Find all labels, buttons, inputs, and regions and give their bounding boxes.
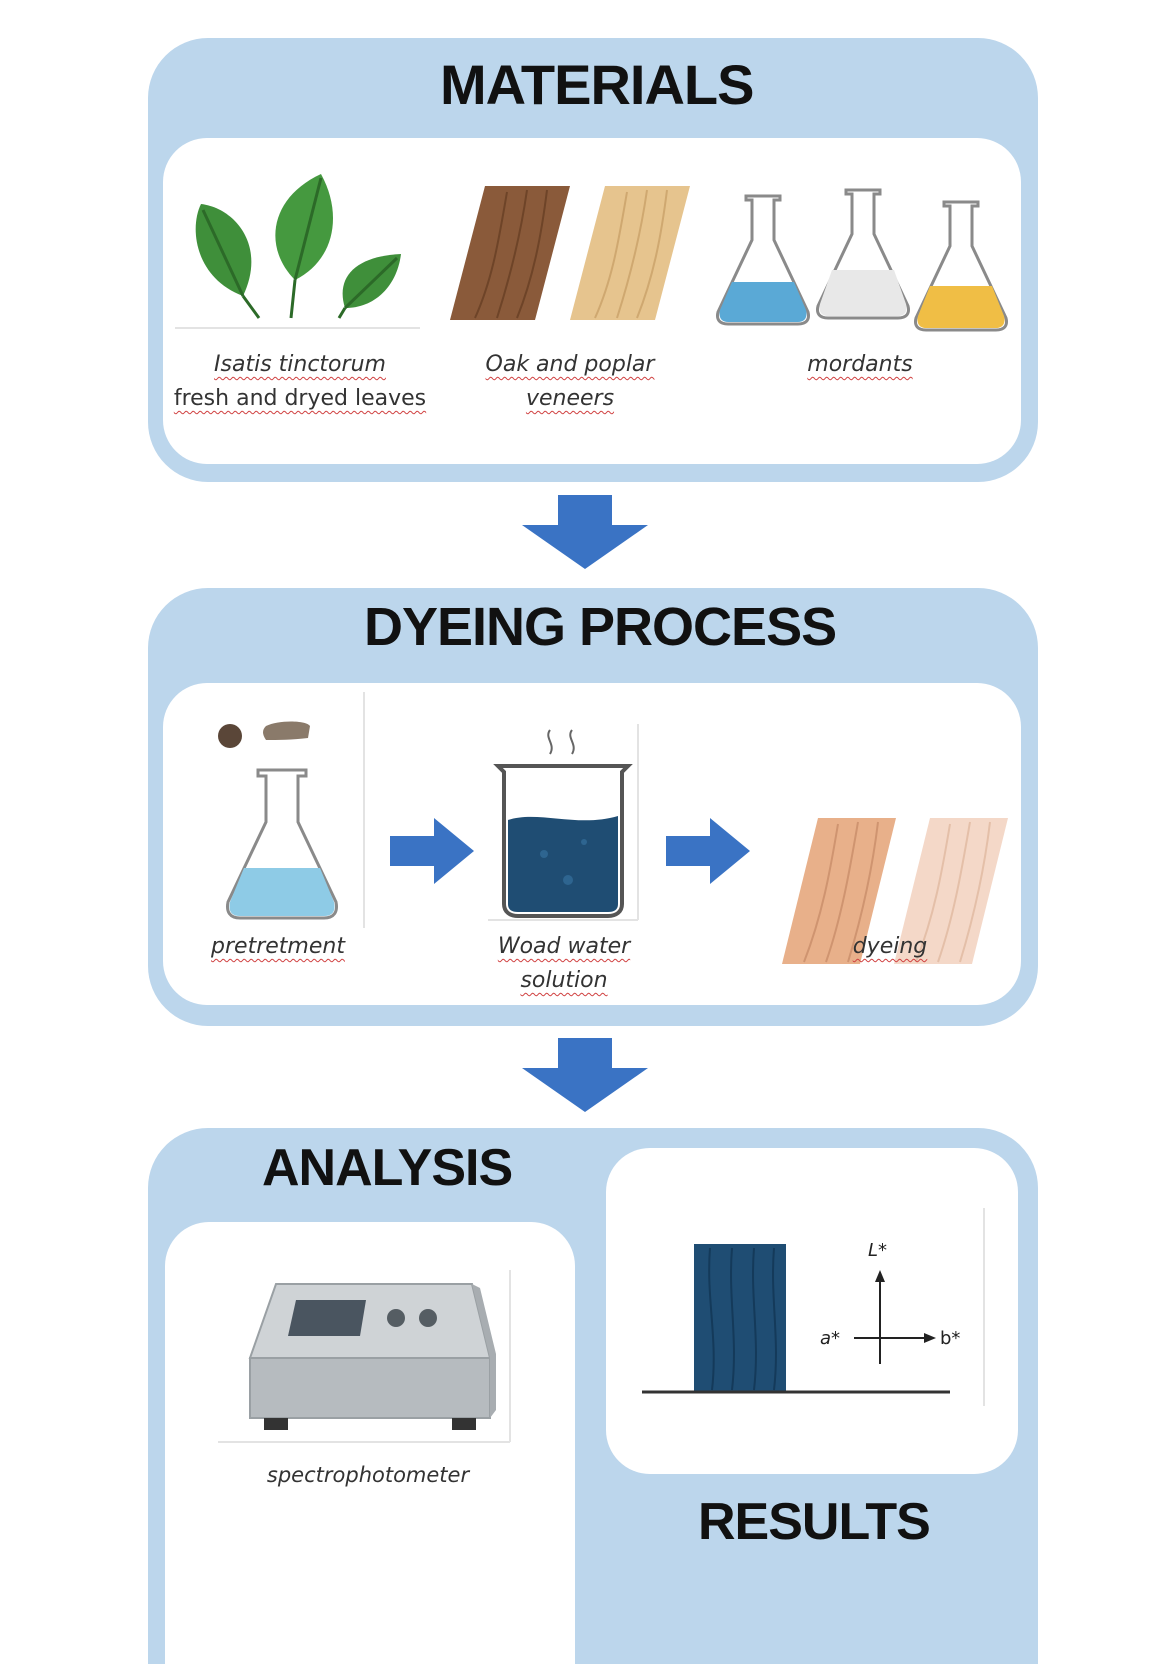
down-arrow-icon	[522, 1038, 648, 1112]
materials-title: MATERIALS	[440, 53, 754, 116]
woad-caption: Woad water solution	[464, 930, 664, 998]
flask-icon	[218, 692, 365, 928]
leaves-caption: Isatis tinctorum fresh and dryed leaves	[165, 348, 435, 416]
pretreatment-caption-line1: pretretment	[211, 934, 345, 959]
dyed-sample-icon	[694, 1244, 786, 1392]
dyeing-title: DYEING PROCESS	[364, 597, 837, 657]
dyeing-caption-line1: dyeing	[852, 934, 928, 959]
woad-caption-line1: Woad water	[497, 934, 631, 959]
leaves-icon	[175, 174, 420, 329]
flasks-icon	[716, 188, 1008, 332]
results-content	[606, 1148, 1018, 1474]
dyed-veneers-icon	[782, 818, 1008, 964]
colorimetry-icon	[642, 1208, 985, 1406]
chip-icon	[263, 721, 310, 740]
pellet-icon	[218, 724, 242, 748]
analysis-title: ANALYSIS	[262, 1139, 513, 1197]
right-arrow-icon	[666, 818, 750, 884]
veneers-caption: Oak and poplar veneers	[440, 348, 700, 416]
wood-veneers-icon	[450, 186, 690, 320]
veneers-caption-line1: Oak and poplar	[485, 352, 655, 377]
mordants-caption-line1: mordants	[807, 352, 913, 377]
leaves-caption-line2: fresh and dryed leaves	[173, 386, 427, 411]
steam-icon	[547, 729, 575, 755]
spectrophotometer-icon	[218, 1270, 511, 1443]
woad-caption-line2: solution	[520, 968, 608, 993]
l-axis-label: L*	[868, 1240, 888, 1261]
results-title: RESULTS	[698, 1493, 931, 1551]
mordants-caption: mordants	[760, 348, 960, 382]
pretreatment-caption: pretretment	[178, 930, 378, 964]
right-arrow-icon	[390, 818, 474, 884]
down-arrow-icon	[522, 495, 648, 569]
leaves-caption-line1: Isatis tinctorum	[214, 352, 386, 377]
dyeing-caption: dyeing	[800, 930, 980, 964]
veneers-caption-line2: veneers	[525, 386, 615, 411]
beaker-icon	[488, 724, 639, 921]
spectrophotometer-caption: spectrophotometer	[266, 1463, 470, 1487]
b-axis-label: b*	[940, 1328, 961, 1349]
a-axis-label: a*	[820, 1328, 841, 1349]
